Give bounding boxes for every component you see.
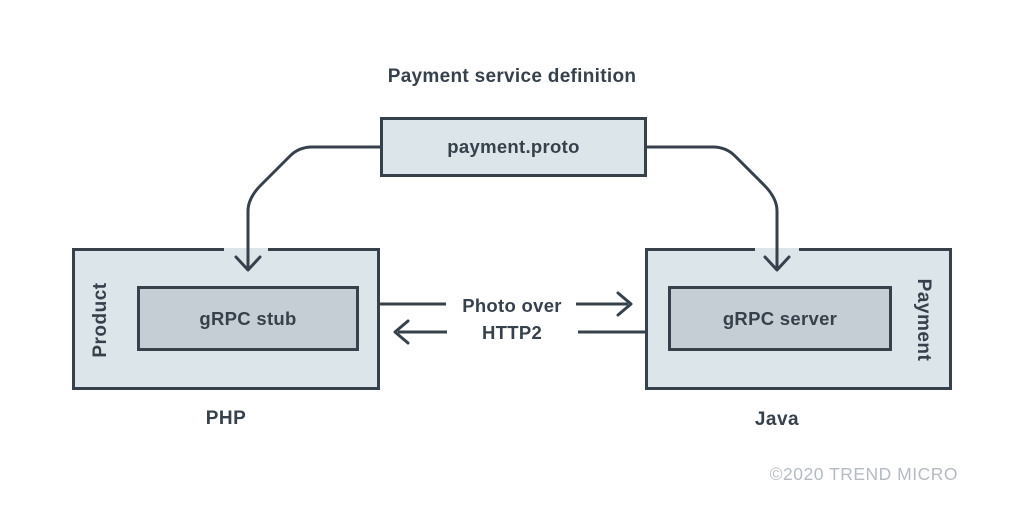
- border-gap-right: [755, 248, 799, 252]
- link-line1: Photo over: [462, 295, 562, 316]
- payment-service-box: gRPC server: [645, 248, 952, 390]
- php-caption: PHP: [205, 408, 247, 429]
- grpc-stub-label: gRPC stub: [199, 307, 297, 329]
- grpc-server-label: gRPC server: [722, 307, 838, 329]
- payment-proto-box: payment.proto: [380, 117, 647, 177]
- link-protocol-label: Photo over HTTP2: [462, 292, 562, 346]
- grpc-stub-box: gRPC stub: [137, 286, 359, 351]
- border-gap-left: [224, 248, 268, 252]
- product-side-label: Product: [90, 282, 111, 358]
- payment-side-label: Payment: [913, 278, 934, 362]
- grpc-server-box: gRPC server: [668, 286, 892, 351]
- payment-proto-label: payment.proto: [447, 136, 580, 157]
- diagram-title: Payment service definition: [387, 66, 637, 87]
- arrow-right-icon: [616, 291, 633, 317]
- link-line2: HTTP2: [481, 322, 543, 343]
- copyright-text: ©2020 TREND MICRO: [769, 464, 958, 484]
- java-caption: Java: [754, 409, 800, 430]
- arrow-left-icon: [393, 319, 410, 345]
- product-service-box: gRPC stub: [72, 248, 380, 390]
